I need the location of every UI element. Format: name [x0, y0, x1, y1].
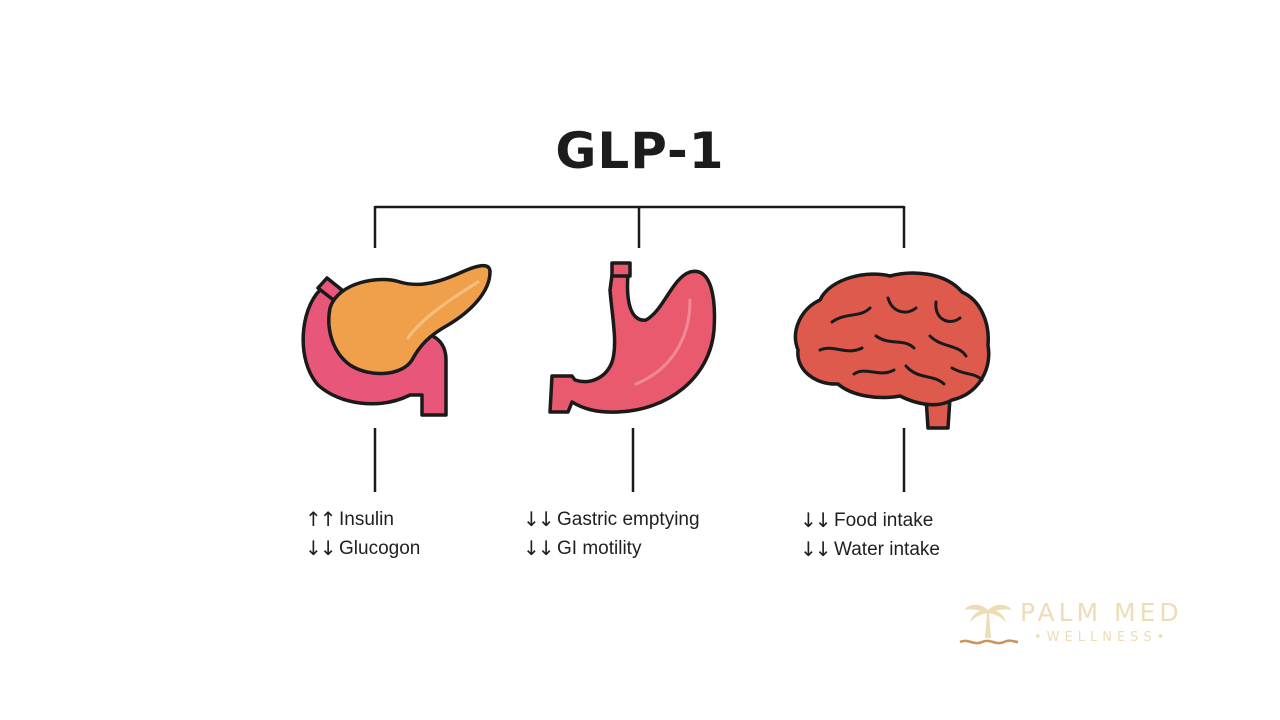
palm-med-logo: PALM MED •WELLNESS•	[958, 598, 1218, 658]
stomach-effects: ↓↓ Gastric emptying ↓↓ GI motility	[523, 505, 700, 563]
bottom-connectors	[373, 428, 906, 492]
effect-label: Insulin	[339, 509, 394, 530]
effect-label: Glucogon	[339, 538, 421, 559]
effect-row: ↓↓ Food intake	[800, 506, 940, 535]
decrease-arrows: ↓↓	[523, 507, 555, 531]
effect-row: ↓↓ Glucogon	[305, 534, 420, 563]
logo-sub-text: •WELLNESS•	[1034, 630, 1170, 645]
decrease-arrows: ↓↓	[305, 536, 337, 560]
decrease-arrows: ↓↓	[523, 536, 555, 560]
effect-label: GI motility	[557, 538, 642, 559]
decrease-arrows: ↓↓	[800, 537, 832, 561]
brain-icon	[793, 271, 991, 430]
pancreas-effects: ↑↑ Insulin ↓↓ Glucogon	[305, 505, 420, 563]
effect-row: ↓↓ Water intake	[800, 535, 940, 564]
effect-label: Food intake	[834, 510, 934, 531]
increase-arrows: ↑↑	[305, 507, 337, 531]
effect-row: ↓↓ GI motility	[523, 534, 700, 563]
effect-row: ↓↓ Gastric emptying	[523, 505, 700, 534]
effect-row: ↑↑ Insulin	[305, 505, 420, 534]
stomach-icon	[548, 261, 717, 414]
palm-tree-icon	[959, 604, 1019, 645]
brain-effects: ↓↓ Food intake ↓↓ Water intake	[800, 506, 940, 564]
effect-label: Gastric emptying	[557, 509, 700, 530]
effect-label: Water intake	[834, 539, 940, 560]
logo-brand-text: PALM MED	[1020, 598, 1183, 627]
diagram-title: GLP-1	[555, 122, 725, 180]
pancreas-icon	[301, 263, 492, 417]
decrease-arrows: ↓↓	[800, 508, 832, 532]
top-connector	[373, 205, 906, 248]
